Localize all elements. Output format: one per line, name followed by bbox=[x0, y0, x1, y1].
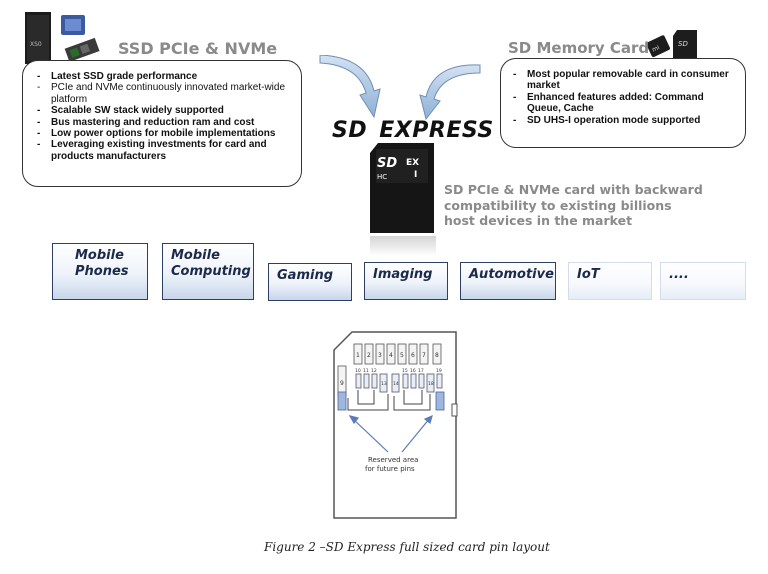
svg-text:SD: SD bbox=[377, 156, 397, 171]
sd-express-card: SD HC EX I bbox=[370, 143, 434, 233]
pin-traces bbox=[347, 390, 431, 411]
pin-number: 19 bbox=[436, 368, 442, 374]
ssd-feature-item: Low power options for mobile implementat… bbox=[33, 128, 291, 140]
ssd-feature-item: Latest SSD grade performance bbox=[33, 71, 291, 83]
logo-prefix: SD bbox=[332, 118, 368, 143]
segment-label: IoT bbox=[577, 267, 600, 282]
pin-number: 12 bbox=[371, 368, 377, 374]
pin-pad bbox=[436, 373, 443, 389]
segment-automotive: Automotive bbox=[460, 262, 556, 300]
pin-row-1 bbox=[337, 343, 442, 397]
pin-pad bbox=[408, 343, 418, 365]
pin-pad bbox=[386, 343, 396, 365]
pin-pad bbox=[391, 373, 400, 393]
segment-label: Mobile bbox=[75, 248, 124, 263]
pin-pad bbox=[397, 343, 407, 365]
description-line: host devices in the market bbox=[444, 213, 633, 228]
pin-pad bbox=[364, 343, 374, 365]
segment-label: Computing bbox=[171, 264, 251, 279]
segment-imaging: Imaging bbox=[364, 262, 448, 300]
sd-feature-item: SD UHS-I operation mode supported bbox=[509, 115, 735, 127]
segment-more: .... bbox=[660, 262, 746, 300]
segment-label: Phones bbox=[75, 264, 129, 279]
segment-mobile-computing: Mobile Computing bbox=[162, 243, 254, 300]
merge-arrows bbox=[319, 55, 481, 121]
svg-text:SD: SD bbox=[678, 40, 688, 48]
ssd-feature-item: PCIe and NVMe continuously innovated mar… bbox=[33, 82, 291, 105]
segment-label: Mobile bbox=[171, 248, 220, 263]
pin-number: 8 bbox=[435, 352, 439, 359]
ssd-product-images: XS0 bbox=[25, 12, 100, 64]
pin-pad bbox=[379, 373, 388, 393]
reserved-area-arrows bbox=[348, 414, 433, 453]
reserved-area-label: for future pins bbox=[365, 465, 415, 473]
pin-number: 3 bbox=[378, 352, 382, 359]
sd-express-description: SD PCIe & NVMe card with backward compat… bbox=[444, 182, 703, 229]
pin-pad bbox=[419, 343, 429, 365]
ssd-features-bubble: Latest SSD grade performance PCIe and NV… bbox=[22, 60, 302, 187]
pin-pad bbox=[363, 373, 370, 389]
ssd-feature-item: Scalable SW stack widely supported bbox=[33, 105, 291, 117]
pin-number: 5 bbox=[400, 352, 404, 359]
card-numeral: I bbox=[414, 170, 417, 180]
pin-pad bbox=[353, 343, 363, 365]
pin-number: 15 bbox=[402, 368, 408, 374]
pin-number: 2 bbox=[367, 352, 371, 359]
sd-features-bubble: Most popular removable card in consumer … bbox=[500, 58, 746, 148]
reserved-area-label: Reserved area bbox=[368, 456, 418, 464]
pin-pad bbox=[426, 373, 435, 393]
pin-number: 7 bbox=[422, 352, 426, 359]
segment-label: Imaging bbox=[373, 267, 433, 282]
segment-label: Automotive bbox=[469, 267, 554, 282]
pin-number: 16 bbox=[410, 368, 416, 374]
svg-text:HC: HC bbox=[377, 173, 387, 181]
pin-number: 9 bbox=[340, 380, 344, 387]
ssd-feature-item: Leveraging existing investments for card… bbox=[33, 139, 291, 162]
svg-text:mi: mi bbox=[651, 44, 661, 54]
write-protect-notch bbox=[451, 403, 458, 417]
pin-pad bbox=[375, 343, 385, 365]
pin-number: 18 bbox=[428, 381, 434, 387]
pin-row-2 bbox=[355, 373, 443, 393]
sd-express-logo: SD EXPRESS bbox=[332, 118, 494, 143]
pin-layout-diagram: 9 1 2 3 4 5 6 7 8 10 11 12 13 14 15 16 1… bbox=[333, 331, 458, 519]
sd-feature-item: Most popular removable card in consumer … bbox=[509, 69, 735, 92]
segment-iot: IoT bbox=[568, 262, 652, 300]
pin-number: 11 bbox=[363, 368, 369, 374]
sd-feature-item: Enhanced features added: Command Queue, … bbox=[509, 92, 735, 115]
pin-number: 13 bbox=[381, 381, 387, 387]
pin-pad bbox=[355, 373, 362, 389]
pin-number: 17 bbox=[418, 368, 424, 374]
segment-gaming: Gaming bbox=[268, 263, 352, 301]
segment-label: .... bbox=[669, 267, 689, 282]
reserved-area bbox=[337, 391, 445, 411]
pin-number: 1 bbox=[356, 352, 360, 359]
segment-label: Gaming bbox=[277, 268, 334, 283]
pin-number: 10 bbox=[355, 368, 361, 374]
sd-panel-title: SD Memory Card bbox=[508, 39, 650, 57]
svg-text:XS0: XS0 bbox=[30, 41, 42, 48]
ssd-feature-item: Bus mastering and reduction ram and cost bbox=[33, 117, 291, 129]
description-line: SD PCIe & NVMe card with backward bbox=[444, 182, 703, 197]
segment-mobile-phones: Mobile Phones bbox=[52, 243, 148, 300]
pin-number: 4 bbox=[389, 352, 393, 359]
pin-number: 6 bbox=[411, 352, 415, 359]
figure-caption: Figure 2 –SD Express full sized card pin… bbox=[264, 540, 550, 554]
pin-pad bbox=[418, 373, 425, 389]
pin-number: 14 bbox=[393, 381, 399, 387]
pin-pad bbox=[371, 373, 378, 389]
description-line: compatibility to existing billions bbox=[444, 197, 672, 213]
pin-pad bbox=[410, 373, 417, 389]
ssd-panel-title: SSD PCIe & NVMe bbox=[118, 39, 278, 58]
pin-pad bbox=[402, 373, 409, 389]
card-mark: EX bbox=[406, 158, 419, 168]
right-curved-arrow bbox=[419, 64, 481, 121]
left-curved-arrow bbox=[319, 55, 381, 119]
sd-card-images: mi SD bbox=[646, 30, 697, 60]
pin-pad bbox=[432, 343, 442, 365]
logo-word: EXPRESS bbox=[379, 118, 494, 143]
card-reflection bbox=[370, 236, 436, 256]
